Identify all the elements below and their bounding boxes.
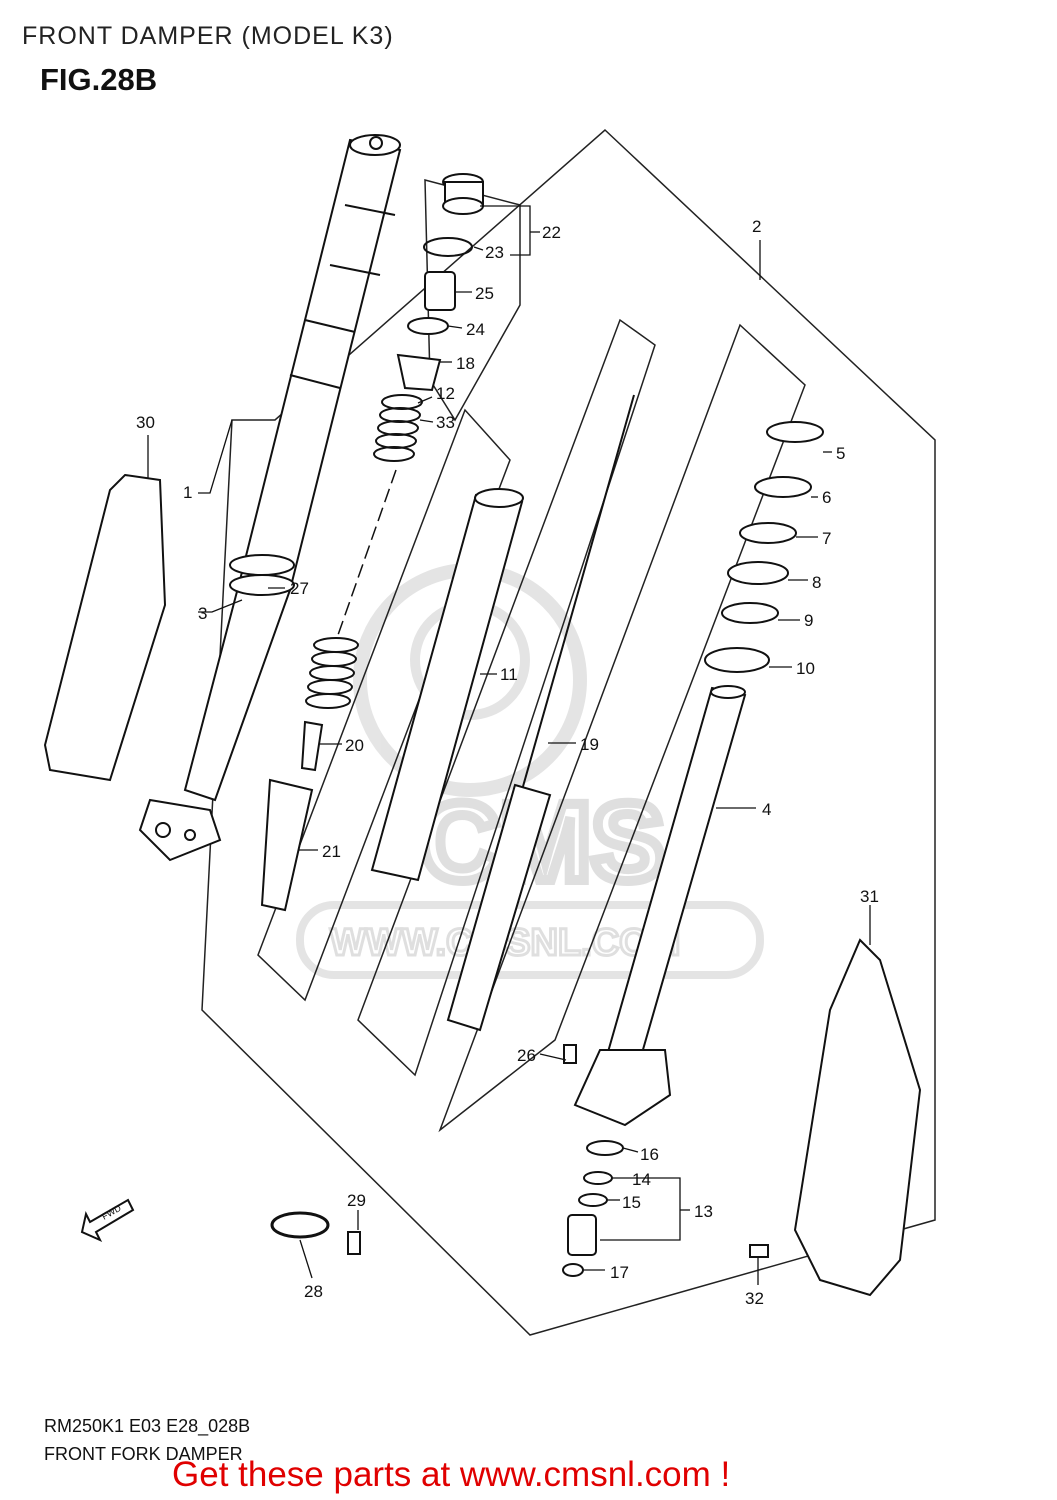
o-ring-23 — [423, 237, 473, 257]
callout-4: 4 — [762, 800, 771, 819]
axle-bracket — [138, 798, 222, 862]
cap-22 — [442, 173, 484, 215]
callout-23: 23 — [485, 243, 504, 262]
callout-labels: 1 2 3 4 5 6 7 8 9 10 11 12 13 14 15 16 1… — [136, 217, 879, 1308]
callout-11: 11 — [500, 665, 518, 684]
seal-stack — [704, 421, 824, 673]
page-title: FRONT DAMPER (MODEL K3) — [22, 22, 394, 50]
bush-6 — [754, 476, 812, 498]
callout-6: 6 — [822, 488, 831, 507]
washer-24 — [407, 317, 449, 335]
callout-26: 26 — [517, 1046, 536, 1065]
washer-7 — [739, 522, 797, 544]
callout-13: 13 — [694, 1202, 713, 1221]
bolt-32 — [749, 1244, 769, 1258]
rod-19 — [446, 394, 635, 1032]
callout-10: 10 — [796, 659, 815, 678]
callout-21: 21 — [322, 842, 341, 861]
assembly-outline-inner — [424, 179, 521, 422]
guard-31 — [793, 938, 922, 1297]
assembly-outline-2 — [201, 128, 936, 1336]
bolt-29 — [347, 1231, 361, 1255]
callout-31: 31 — [860, 887, 879, 906]
assembly-outline-11 — [257, 408, 511, 1002]
callout-8: 8 — [812, 573, 821, 592]
assembly-outline-4 — [438, 323, 806, 1133]
callout-2: 2 — [752, 217, 761, 236]
spring-axis — [337, 469, 397, 636]
assembly-outline-19 — [357, 318, 656, 1077]
callout-25: 25 — [475, 284, 494, 303]
bush-5 — [766, 421, 824, 443]
callout-18: 18 — [456, 354, 475, 373]
callout-19: 19 — [580, 735, 599, 754]
parts-link-banner[interactable]: Get these parts at www.cmsnl.com ! — [172, 1455, 731, 1494]
callout-3: 3 — [198, 604, 207, 623]
cap-17 — [562, 1263, 584, 1277]
callout-24: 24 — [466, 320, 485, 339]
callout-12: 12 — [436, 384, 455, 403]
callout-20: 20 — [345, 736, 364, 755]
callout-14: 14 — [632, 1170, 651, 1189]
leader-lines — [147, 205, 871, 1285]
sleeve-21 — [260, 778, 314, 912]
guard-30 — [43, 473, 167, 782]
callout-33: 33 — [436, 413, 455, 432]
callout-17: 17 — [610, 1263, 629, 1282]
spring-12 — [373, 394, 423, 462]
seat-18 — [396, 353, 442, 392]
callout-15: 15 — [622, 1193, 641, 1212]
clamp-27-lower — [229, 574, 295, 596]
figure-label: FIG.28B — [40, 62, 158, 97]
stopper-ring-9 — [721, 602, 779, 624]
callout-30: 30 — [136, 413, 155, 432]
callout-29: 29 — [347, 1191, 366, 1210]
diagram-code: RM250K1 E03 E28_028B — [44, 1416, 251, 1436]
callout-32: 32 — [745, 1289, 764, 1308]
bolt-26 — [563, 1044, 577, 1064]
clamp-28 — [270, 1211, 330, 1239]
cylinder-11 — [370, 488, 524, 882]
callout-7: 7 — [822, 529, 831, 548]
forward-arrow-icon: FWD — [80, 1198, 135, 1243]
dust-seal-10 — [704, 647, 770, 673]
ring-14 — [583, 1171, 613, 1185]
valve-13 — [567, 1214, 597, 1256]
bumper-25 — [424, 271, 456, 311]
callout-22: 22 — [542, 223, 561, 242]
callout-16: 16 — [640, 1145, 659, 1164]
callout-28: 28 — [304, 1282, 323, 1301]
callout-1: 1 — [183, 483, 192, 502]
callout-5: 5 — [836, 444, 845, 463]
axle-holder — [573, 1049, 672, 1127]
diagram-name: FRONT FORK DAMPER — [44, 1444, 243, 1464]
clamp-27 — [229, 554, 295, 576]
o-ring-16 — [586, 1140, 624, 1156]
oil-seal-8 — [727, 561, 789, 585]
ring-15 — [578, 1193, 608, 1207]
outer-tube — [183, 134, 402, 802]
callout-9: 9 — [804, 611, 813, 630]
guide-20 — [300, 720, 324, 772]
callout-27: 27 — [290, 579, 309, 598]
spring-lower — [305, 637, 359, 709]
